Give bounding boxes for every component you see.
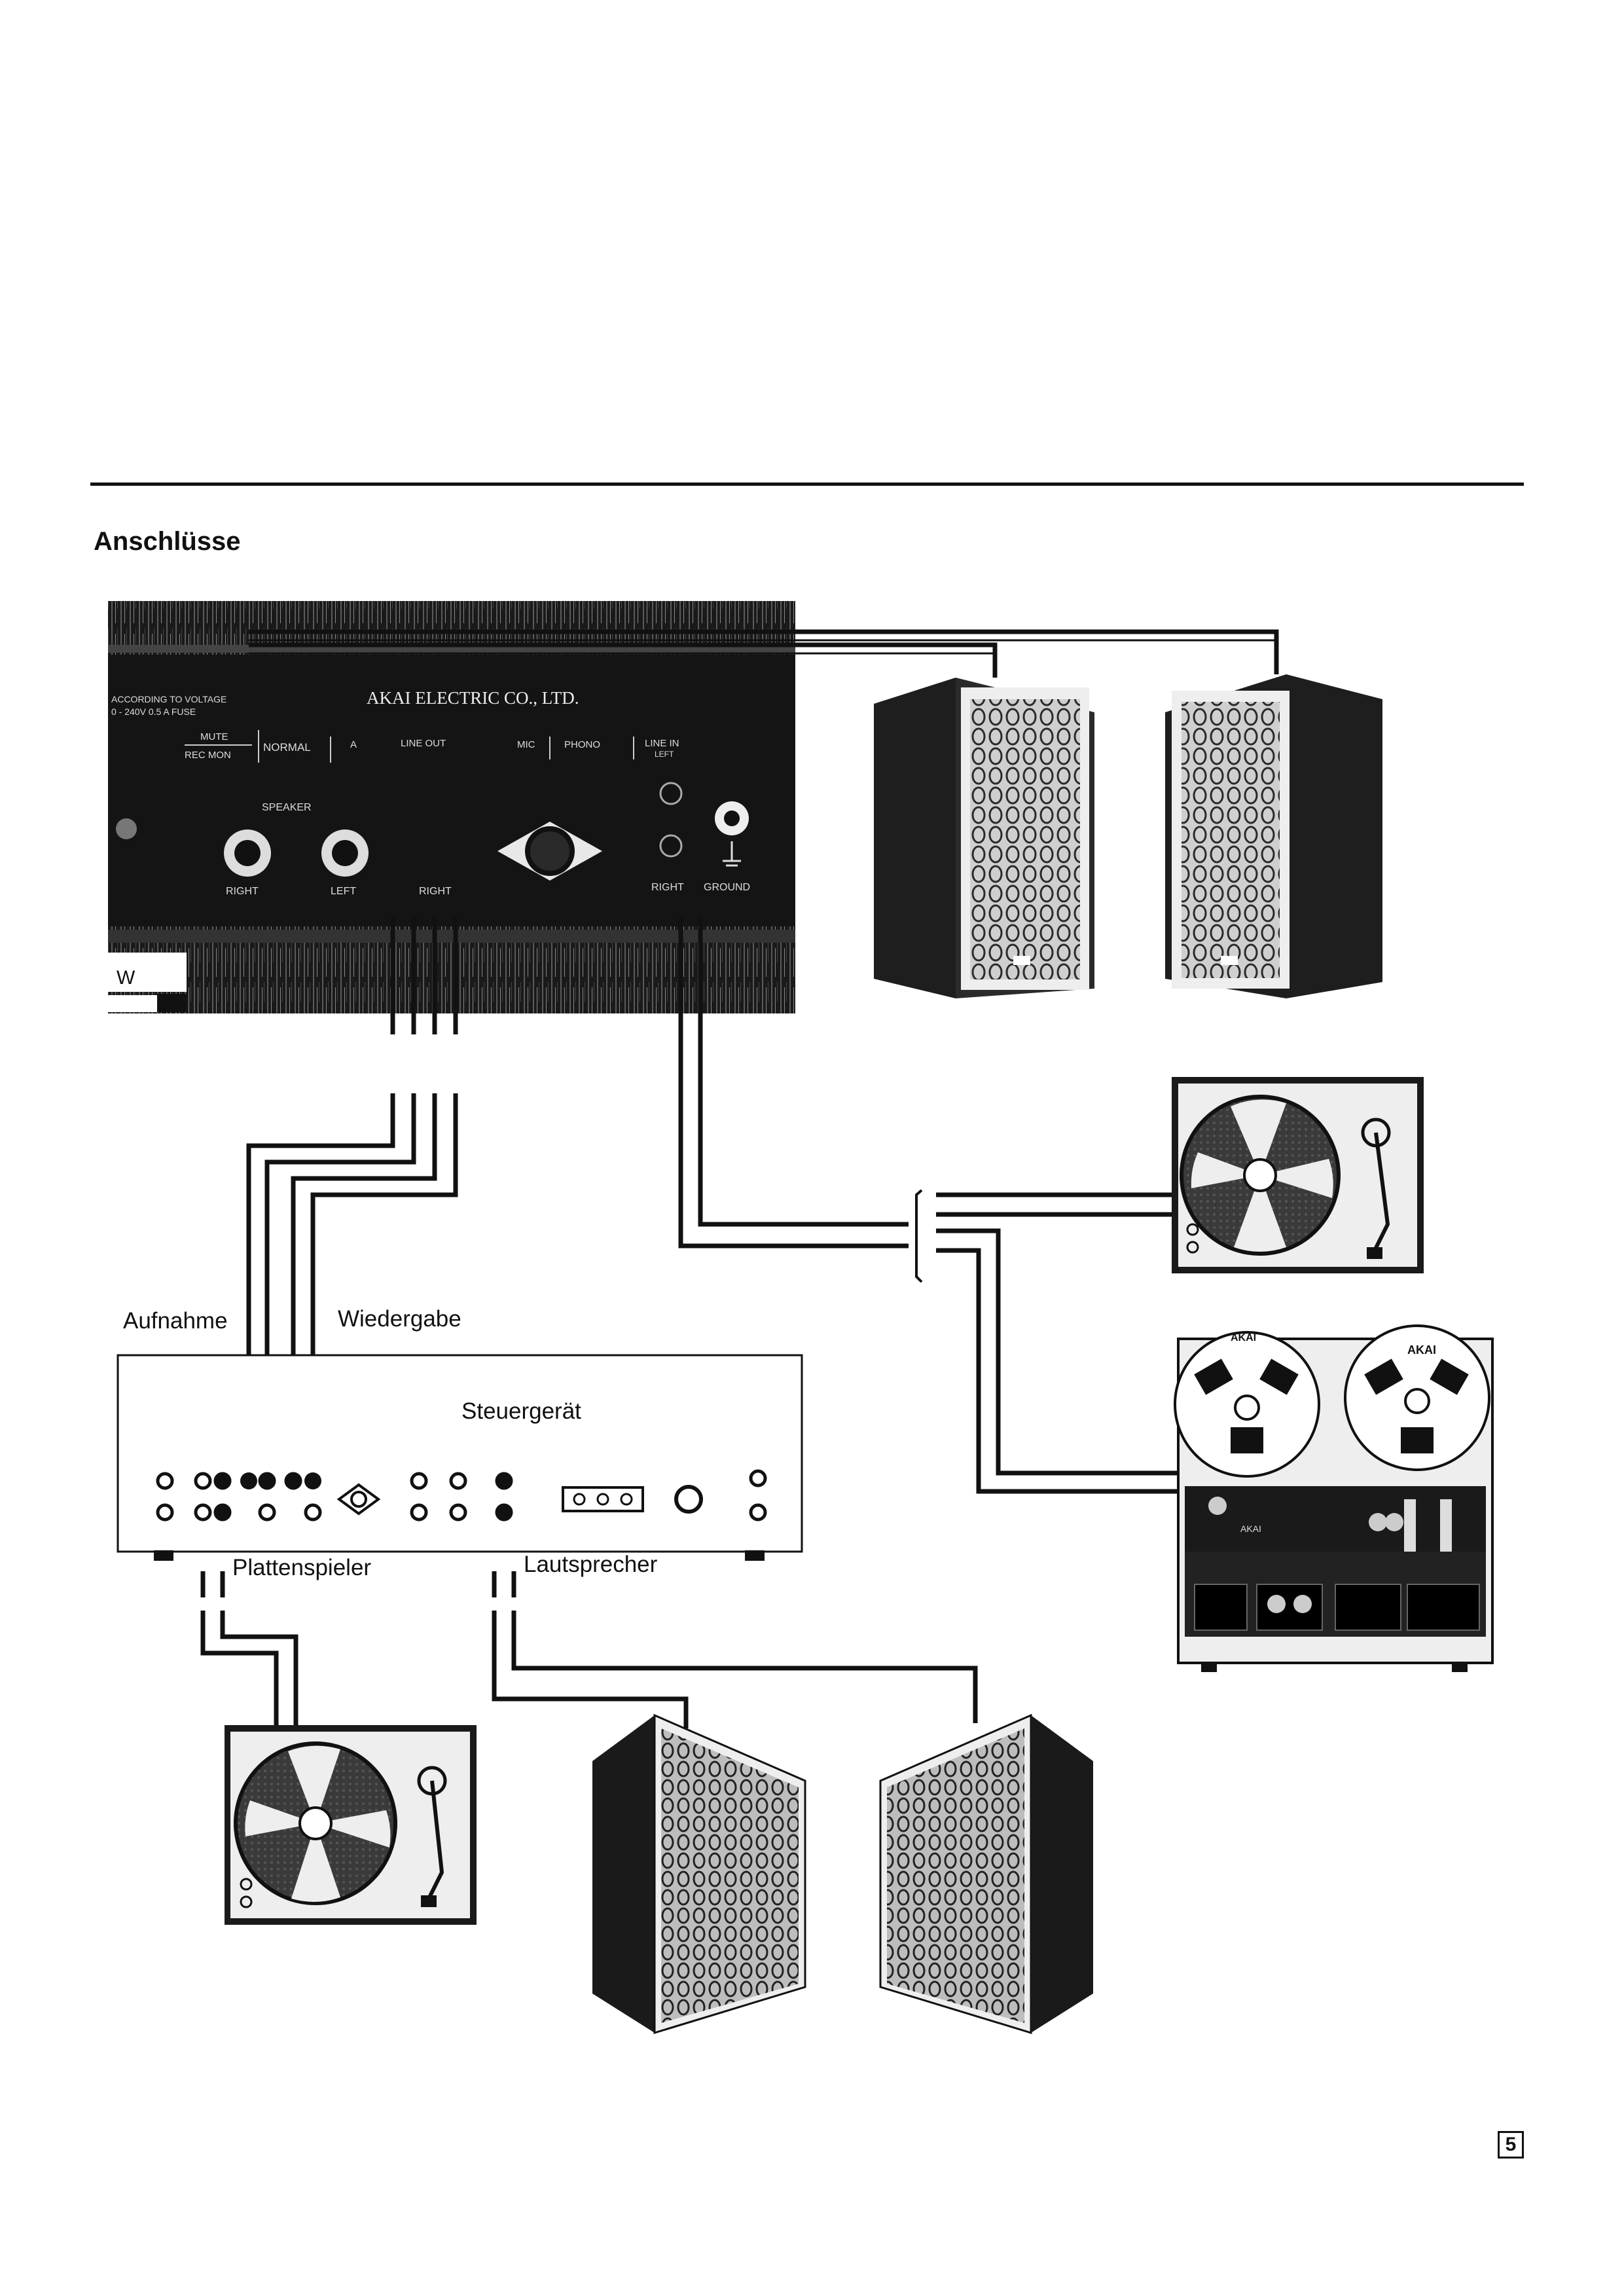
- speaker-label: SPEAKER: [262, 802, 312, 813]
- rec-mon-label: REC MON: [185, 750, 231, 761]
- svg-text:AKAI: AKAI: [1240, 1523, 1261, 1534]
- receiver-title: Steuergerät: [461, 1398, 581, 1425]
- cable-plattenspieler-b: [223, 1611, 296, 1728]
- upper-speaker-right: [1165, 674, 1382, 998]
- cable-lautsprecher-b: [514, 1611, 975, 1723]
- label-aufnahme: Aufnahme: [123, 1308, 228, 1334]
- page-number: 5: [1498, 2131, 1524, 2159]
- svg-text:LEFT: LEFT: [331, 886, 356, 897]
- lower-speaker-left: [592, 1715, 805, 2033]
- svg-text:RIGHT: RIGHT: [651, 882, 684, 893]
- horizontal-rule: [90, 483, 1524, 486]
- fuse-label: 0 - 240V 0.5 A FUSE: [111, 706, 196, 717]
- svg-text:LEFT: LEFT: [655, 750, 674, 759]
- upper-turntable: [1172, 1077, 1424, 1273]
- receiver-box: [118, 1355, 802, 1561]
- line-in-label: LINE IN: [645, 738, 679, 749]
- mic-label: MIC: [517, 739, 535, 750]
- lower-speaker-right: [880, 1715, 1093, 2033]
- label-plattenspieler: Plattenspieler: [232, 1555, 371, 1581]
- label-wiedergabe: Wiedergabe: [338, 1306, 461, 1332]
- deck-rear-panel: AKAI ELECTRIC CO., LTD. ACCORDING TO VOL…: [108, 601, 795, 1013]
- svg-text:AKAI: AKAI: [1407, 1343, 1436, 1357]
- svg-text:AKAI: AKAI: [1231, 1332, 1256, 1343]
- lower-turntable: [225, 1725, 477, 1925]
- cable-tape-b: [936, 1250, 1178, 1491]
- label-lautsprecher: Lautsprecher: [524, 1552, 657, 1578]
- right-reel: AKAI: [1345, 1326, 1489, 1470]
- svg-text:RIGHT: RIGHT: [419, 886, 452, 897]
- svg-text:GROUND: GROUND: [704, 882, 750, 893]
- maker-label: AKAI ELECTRIC CO., LTD.: [367, 688, 579, 708]
- cable-plattenspieler-a: [203, 1611, 276, 1728]
- phono-label: PHONO: [564, 739, 600, 750]
- page-heading: Anschlüsse: [94, 527, 241, 556]
- svg-text:RIGHT: RIGHT: [226, 886, 259, 897]
- voltage-label: ACCORDING TO VOLTAGE: [111, 694, 226, 704]
- tape-deck: AKAI AKAI AKAI: [1175, 1326, 1492, 1672]
- mute-label: MUTE: [200, 731, 228, 742]
- model-fragment: W: [117, 967, 135, 989]
- normal-label: NORMAL: [263, 741, 311, 754]
- upper-speaker-left: [874, 678, 1094, 998]
- svg-text:A: A: [350, 739, 357, 750]
- line-out-label: LINE OUT: [401, 738, 446, 749]
- left-reel: AKAI: [1175, 1332, 1319, 1476]
- cable-tape-a: [936, 1231, 1178, 1473]
